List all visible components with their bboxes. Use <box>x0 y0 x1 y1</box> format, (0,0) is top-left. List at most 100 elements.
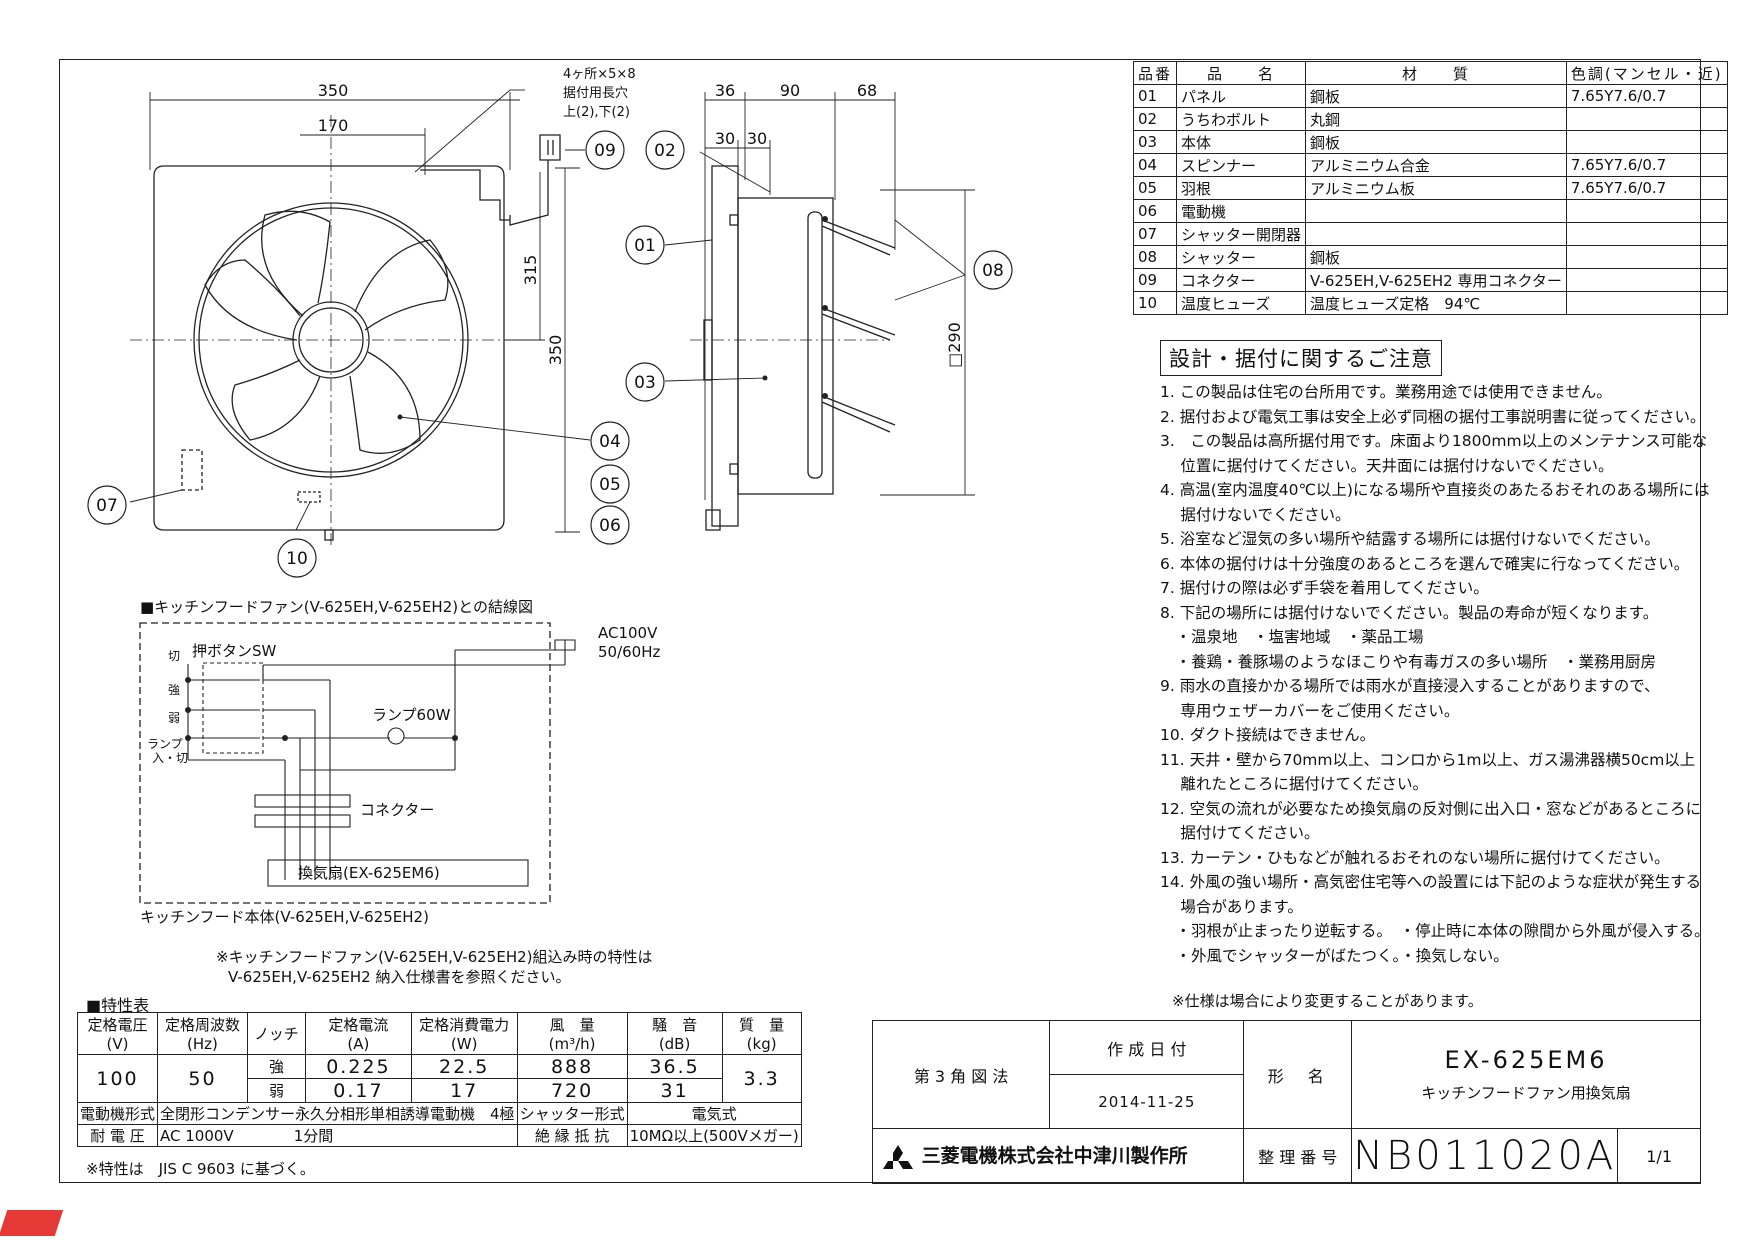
label-weak: 弱 <box>168 711 180 725</box>
spec-header: 定格電流(A) <box>305 1012 412 1055</box>
note-item: 5. 浴室など湿気の多い場所や結露する場所には据付けないでください。 <box>1160 530 1660 548</box>
part-material: 鋼板 <box>1305 130 1567 154</box>
spec-air: 888 <box>516 1054 628 1079</box>
part-material: アルミニウム板 <box>1305 176 1567 200</box>
note-item: 12. 空気の流れが必要なため換気扇の反対側に出入口・窓などがあるところに <box>1160 799 1702 818</box>
part-name: シャッター <box>1176 245 1307 269</box>
spec-header: ノッチ <box>246 1012 307 1055</box>
part-color: 7.65Y7.6/0.7 <box>1565 84 1728 108</box>
part-no: 06 <box>1132 199 1178 223</box>
note-item: 専用ウェザーカバーをご使用ください。 <box>1160 701 1460 720</box>
spec-noise: 36.5 <box>626 1054 723 1079</box>
note-item: 8. 下記の場所には据付けないでください。製品の寿命が短くなります。 <box>1160 603 1659 622</box>
spec-motor: 全閉形コンデンサー永久分相形単相誘導電動機 4極 <box>157 1102 518 1125</box>
note-item: 9. 雨水の直接かかる場所では雨水が直接浸入することがありますので、 <box>1160 677 1660 695</box>
part-color <box>1565 245 1728 269</box>
page-number: 1/1 <box>1617 1128 1701 1184</box>
red-corner-mark <box>0 1210 64 1236</box>
spec-notch: 弱 <box>246 1078 307 1103</box>
callout-label: 09 <box>594 141 616 161</box>
col-header: 品番 <box>1132 61 1178 85</box>
wiring-power: AC100V <box>598 624 658 642</box>
wiring-freq: 50/60Hz <box>598 643 661 661</box>
ref-number: NB011020A <box>1351 1128 1619 1184</box>
callout-label: 05 <box>599 475 621 495</box>
note-item: 据付けないでください。 <box>1160 505 1351 524</box>
label-lamp: ランプ <box>147 737 183 751</box>
part-color: 7.65Y7.6/0.7 <box>1565 176 1728 200</box>
part-no: 02 <box>1132 107 1178 131</box>
part-name: 本体 <box>1176 130 1307 154</box>
note-item: 3. この製品は高所据付用です。床面より1800mm以上のメンテナンス可能な <box>1160 432 1708 450</box>
spec-mass: 3.3 <box>721 1054 802 1103</box>
part-color: 7.65Y7.6/0.7 <box>1565 153 1728 177</box>
date-label: 作 成 日 付 <box>1049 1020 1245 1075</box>
part-no: 08 <box>1132 245 1178 269</box>
note-item: 6. 本体の据付けは十分強度のあるところを選んで確実に行なってください。 <box>1160 554 1690 573</box>
spec-power: 17 <box>410 1078 518 1103</box>
callout-08 <box>973 250 1013 290</box>
spec-table: 定格電圧(V) 定格周波数(Hz) ノッチ 定格電流(A) 定格消費電力(W) … <box>76 1012 802 1147</box>
hole-note: 据付用長穴 <box>563 86 628 101</box>
spec-label: 耐 電 圧 <box>76 1124 159 1147</box>
note-item: 11. 天井・壁から70mm以上、コンロから1m以上、ガス湯沸器横50cm以上 <box>1160 750 1696 769</box>
spec-header: 定格消費電力(W) <box>410 1012 518 1055</box>
note-item: 10. ダクト接続はできません。 <box>1160 726 1376 744</box>
label-off: 切 <box>168 649 180 663</box>
part-material: 温度ヒューズ定格 94℃ <box>1305 291 1567 315</box>
notes-title: 設計・据付に関するご注意 <box>1160 340 1442 376</box>
col-header: 材 質 <box>1305 61 1567 85</box>
spec-label: 電動機形式 <box>76 1102 159 1125</box>
mitsubishi-logo-icon <box>883 1144 913 1169</box>
part-no: 09 <box>1132 268 1178 292</box>
dim-36: 36 <box>715 81 735 100</box>
dim-30a: 30 <box>715 129 735 148</box>
part-color <box>1565 107 1728 131</box>
spec-air: 720 <box>516 1078 628 1103</box>
wiring-lamp: ランプ60W <box>372 706 451 724</box>
part-name: コネクター <box>1176 268 1307 292</box>
label-lamp: 入・切 <box>152 751 188 765</box>
model-cell: EX-625EM6 キッチンフードファン用換気扇 <box>1351 1020 1701 1129</box>
part-material <box>1305 222 1567 246</box>
callout-label: 07 <box>96 496 118 516</box>
company-cell: 三菱電機株式会社中津川製作所 <box>871 1128 1245 1184</box>
wiring-note: ※キッチンフードファン(V-625EH,V-625EH2)組込み時の特性は <box>216 948 653 966</box>
note-item: ・羽根が止まったり逆転する。 ・停止時に本体の隙間から外風が侵入する。 <box>1160 922 1710 940</box>
spec-noise: 31 <box>626 1078 723 1103</box>
callout-label: 06 <box>599 516 621 536</box>
callout-10 <box>277 538 317 578</box>
fan-blade <box>261 210 331 317</box>
dim-90: 90 <box>780 81 800 100</box>
note-item: 位置に据付けてください。天井面には据付けないでください。 <box>1160 456 1614 475</box>
callout-05 <box>590 464 630 504</box>
part-name: パネル <box>1176 84 1307 108</box>
note-item: ・外風でシャッターがばたつく。・換気しない。 <box>1160 946 1509 965</box>
spec-header: 定格電圧(V) <box>76 1012 159 1055</box>
hood-outline <box>139 622 551 904</box>
company-name: 三菱電機株式会社中津川製作所 <box>921 1145 1188 1168</box>
callout-04 <box>590 421 630 461</box>
note-item: ・養鶏・養豚場のようなほこりや有毒ガスの多い場所 ・業務用厨房 <box>1160 652 1657 671</box>
callout-label: 02 <box>654 141 676 161</box>
wiring-switch: 押ボタンSW <box>192 642 277 660</box>
ref-label: 整 理 番 号 <box>1243 1128 1353 1184</box>
part-material: 丸鋼 <box>1305 107 1567 131</box>
part-name: シャッター開閉器 <box>1176 222 1307 246</box>
part-material: 鋼板 <box>1305 84 1567 108</box>
notes-list: 1. この製品は住宅の台所用です。業務用途では使用できません。 2. 据付および… <box>1160 380 1710 968</box>
part-material: V-625EH,V-625EH2 専用コネクター <box>1305 268 1567 292</box>
spec-header: 定格周波数(Hz) <box>157 1012 248 1055</box>
col-header: 色調(マンセル・近) <box>1565 61 1728 85</box>
part-name: 羽根 <box>1176 176 1307 200</box>
spec-insulation: 10MΩ以上(500Vメガー) <box>626 1124 802 1147</box>
